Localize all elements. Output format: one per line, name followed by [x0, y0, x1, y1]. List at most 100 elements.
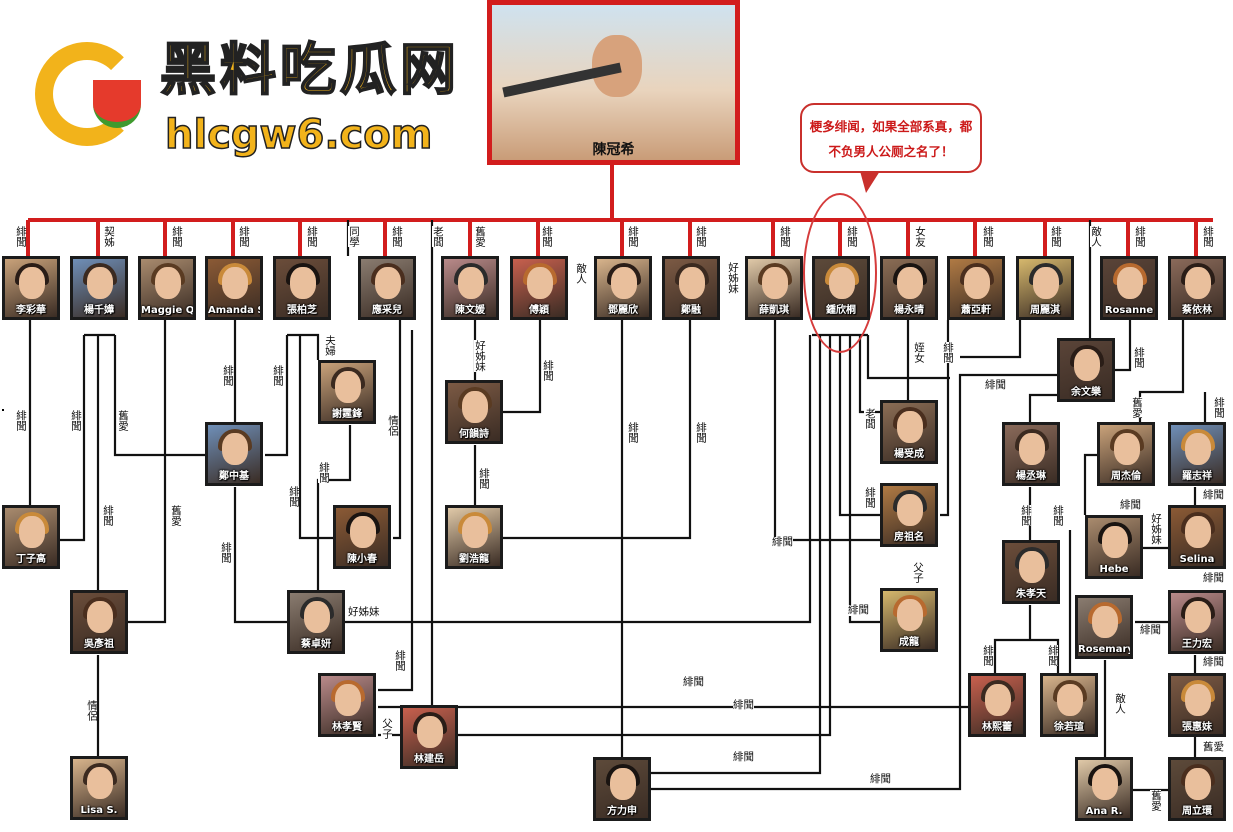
- relation-label: 契姊: [103, 226, 115, 247]
- portrait-face: [985, 684, 1011, 716]
- portrait-face: [1019, 433, 1045, 465]
- person-name: 周立環: [1182, 806, 1212, 817]
- portrait-face: [350, 516, 376, 548]
- person-name: 成龍: [899, 637, 919, 648]
- portrait-face: [1185, 768, 1211, 800]
- person-name: 鄭中基: [219, 471, 249, 482]
- person-name: 應采兒: [372, 305, 402, 316]
- relation-label: 緋聞: [1120, 499, 1141, 511]
- person-node: 朱孝天: [1002, 540, 1060, 604]
- person-name: 楊受成: [894, 449, 924, 460]
- portrait-face: [679, 267, 705, 299]
- person-node: Rosanne: [1100, 256, 1158, 320]
- portrait-face: [1019, 551, 1045, 583]
- relation-label: 緋聞: [864, 487, 876, 508]
- portrait-face: [222, 433, 248, 465]
- person-node: 張惠妹: [1168, 673, 1226, 737]
- relation-label: 緋聞: [288, 486, 300, 507]
- relation-label: 緋聞: [1134, 226, 1146, 247]
- relation-label: 同學: [348, 226, 360, 247]
- person-name: 鄭融: [681, 305, 701, 316]
- portrait-face: [1185, 684, 1211, 716]
- person-node: 王力宏: [1168, 590, 1226, 654]
- person-node: 李彩華: [2, 256, 60, 320]
- relation-label: 父子: [381, 718, 393, 739]
- person-node: 羅志祥: [1168, 422, 1226, 486]
- portrait-face: [1102, 526, 1128, 558]
- person-name: 張柏芝: [287, 305, 317, 316]
- person-node: Lisa S.: [70, 756, 128, 820]
- person-name: 王力宏: [1182, 639, 1212, 650]
- portrait-face: [1114, 433, 1140, 465]
- portrait-face: [1185, 433, 1211, 465]
- portrait-face: [417, 716, 443, 748]
- relation-label: 緋聞: [171, 226, 183, 247]
- person-name: 余文樂: [1071, 387, 1101, 398]
- relation-label: 緋聞: [1203, 572, 1224, 584]
- primary-relation-lines: [26, 165, 1213, 256]
- portrait-face: [1185, 267, 1211, 299]
- relation-label: 舊愛: [1150, 790, 1162, 811]
- person-name: 蔡卓妍: [301, 639, 331, 650]
- relation-label: 緋聞: [985, 379, 1006, 391]
- portrait-face: [155, 267, 181, 299]
- relation-label: 緋聞: [1140, 624, 1161, 636]
- portrait-face: [458, 267, 484, 299]
- relation-label: 舊愛: [474, 226, 486, 247]
- person-name: 周杰倫: [1111, 471, 1141, 482]
- relation-label: 情侶: [86, 700, 98, 721]
- person-node: 劉浩龍: [445, 505, 503, 569]
- person-node: 林孝賢: [318, 673, 376, 737]
- person-name: 楊永晴: [894, 305, 924, 316]
- speech-bubble: 梗多绯闻，如果全部系真，都不负男人公厕之名了！: [800, 103, 982, 173]
- person-node: 鄭融: [662, 256, 720, 320]
- portrait-face: [897, 494, 923, 526]
- portrait-face: [762, 267, 788, 299]
- portrait-face: [527, 267, 553, 299]
- relation-label: 緋聞: [272, 365, 284, 386]
- portrait-face: [19, 516, 45, 548]
- person-node: 蔡依林: [1168, 256, 1226, 320]
- person-node: 何韻詩: [445, 380, 503, 444]
- person-name: 鍾欣桐: [826, 305, 856, 316]
- portrait-face: [611, 267, 637, 299]
- person-node: 陳文媛: [441, 256, 499, 320]
- person-name: Lisa S.: [80, 805, 118, 816]
- person-node: 鄧麗欣: [594, 256, 652, 320]
- site-logo[interactable]: 黑料吃瓜网 hlcgw6.com: [35, 41, 457, 162]
- person-name: 房祖名: [894, 532, 924, 543]
- speech-bubble-tail: [860, 171, 880, 193]
- person-node: Amanda S.: [205, 256, 263, 320]
- relation-label: 情侶: [387, 415, 399, 436]
- relation-label: 緋聞: [15, 226, 27, 247]
- portrait-face: [1092, 606, 1118, 638]
- person-node: 余文樂: [1057, 338, 1115, 402]
- person-node: 蕭亞軒: [947, 256, 1005, 320]
- relation-label: 緋聞: [1052, 505, 1064, 526]
- relation-label: 敵人: [1090, 226, 1102, 247]
- relation-label: 好姊妹: [727, 262, 739, 294]
- person-node: 應采兒: [358, 256, 416, 320]
- relation-label: 緋聞: [772, 536, 793, 548]
- person-name: 張惠妹: [1182, 722, 1212, 733]
- person-name: 林建岳: [414, 754, 444, 765]
- person-node: 楊受成: [880, 400, 938, 464]
- relation-label: 舊愛: [170, 505, 182, 526]
- portrait-face: [1092, 768, 1118, 800]
- person-name: 朱孝天: [1016, 589, 1046, 600]
- relation-label: 夫婦: [324, 335, 336, 356]
- relation-label: 緋聞: [982, 645, 994, 666]
- relation-label: 緋聞: [733, 751, 754, 763]
- person-name: 徐若瑄: [1054, 722, 1084, 733]
- person-node: 周麗淇: [1016, 256, 1074, 320]
- person-node: 鍾欣桐: [812, 256, 870, 320]
- center-person-name: 陳冠希: [592, 142, 635, 158]
- person-name: 方力申: [607, 806, 637, 817]
- relation-label: 緋聞: [627, 422, 639, 443]
- relation-label: 女友: [914, 226, 926, 247]
- person-name: 何韻詩: [459, 429, 489, 440]
- person-node: 謝霆鋒: [318, 360, 376, 424]
- relation-label: 緋聞: [542, 360, 554, 381]
- logo-title: 黑料吃瓜网: [159, 38, 460, 103]
- relation-label: 緋聞: [870, 773, 891, 785]
